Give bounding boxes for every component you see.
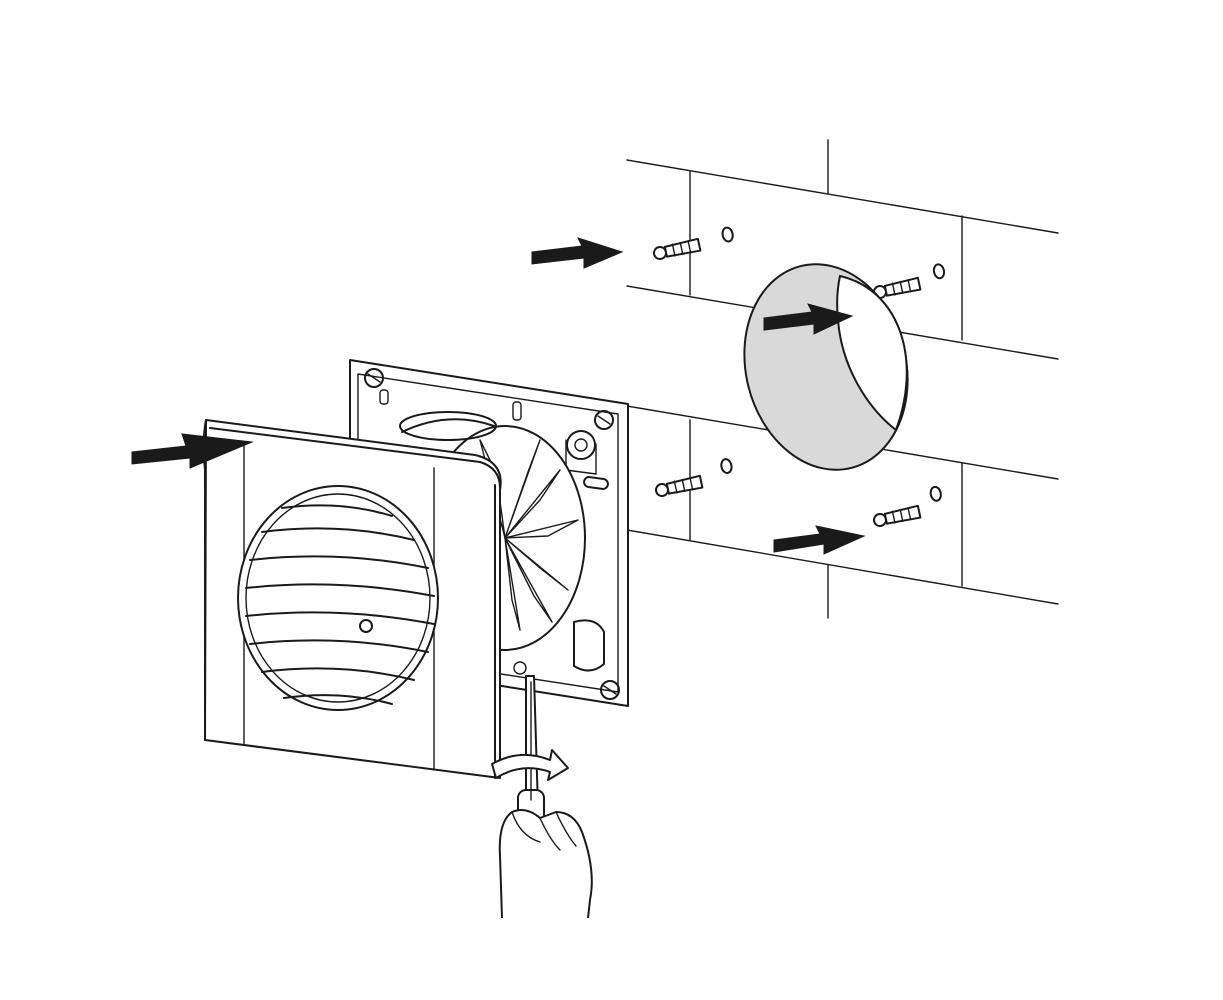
arrow-cover-push [131, 433, 254, 469]
wall-plug [873, 263, 946, 299]
arrow-plug-upper-left [531, 237, 624, 269]
grille [237, 485, 439, 711]
wall-plug [653, 226, 734, 260]
rotation-arrow [491, 749, 569, 781]
wall-plug [655, 458, 733, 497]
wall-plug [873, 485, 942, 527]
arrow-into-pipe [763, 303, 854, 335]
arrow-plug-lower-right [773, 525, 866, 555]
hand [498, 809, 593, 919]
